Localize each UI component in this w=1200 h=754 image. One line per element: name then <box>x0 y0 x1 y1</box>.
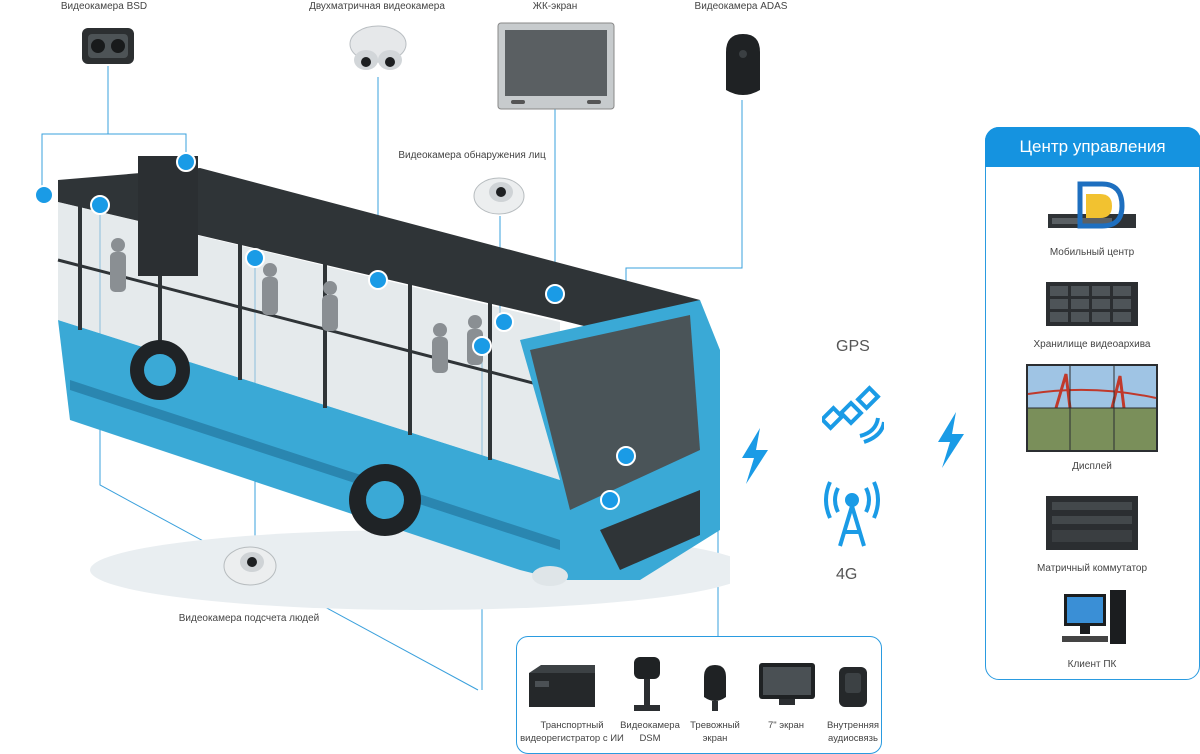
bus-device-nvr: Транспортный видеорегистратор с ИИ <box>517 719 627 745</box>
alarm-screen-icon <box>700 663 730 713</box>
mobile-center-item: Мобильный центр <box>986 180 1198 258</box>
dual-camera-label: Двухматричная видеокамера <box>309 1 445 12</box>
lcd-label: ЖК-экран <box>533 1 578 12</box>
lcd-screen-icon <box>497 22 615 110</box>
adas-camera-icon <box>720 32 766 102</box>
storage-server-icon <box>1040 278 1144 330</box>
bsd-camera-label: Видеокамера BSD <box>61 1 147 12</box>
display-item: Дисплей <box>986 364 1198 472</box>
control-center-title: Центр управления <box>985 127 1200 167</box>
bus-device-dsm: Видеокамера DSM <box>615 719 685 745</box>
gps-label: GPS <box>836 338 870 356</box>
bus-device-intercom: Внутренняя аудиосвязь <box>821 719 885 745</box>
pc-client-item: Клиент ПК <box>986 586 1198 670</box>
counting-camera-label: Видеокамера подсчета людей <box>179 613 320 624</box>
wireless-bolt-icon <box>734 426 774 486</box>
video-wall-icon <box>1026 364 1158 452</box>
matrix-switcher-icon <box>1042 492 1142 554</box>
matrix-switcher-item: Матричный коммутатор <box>986 492 1198 574</box>
intercom-icon <box>837 665 869 709</box>
dual-camera-icon <box>346 22 410 78</box>
mobile-nvr-icon <box>527 663 597 709</box>
seven-inch-screen-icon <box>757 659 817 707</box>
4g-label: 4G <box>836 566 857 584</box>
bus-device-alarm: Тревожный экран <box>683 719 747 745</box>
bus-device-screen: 7" экран <box>751 719 821 732</box>
control-center-panel: Центр управления Мобильный центр Хранили… <box>985 127 1200 680</box>
face-camera-label: Видеокамера обнаружения лиц <box>398 150 545 161</box>
bsd-camera-icon <box>80 22 136 68</box>
wireless-bolt-icon <box>930 410 970 470</box>
adas-label: Видеокамера ADAS <box>695 1 788 12</box>
video-storage-item: Хранилище видеоархива <box>986 278 1198 350</box>
bus-devices-panel: Транспортный видеорегистратор с ИИ Видео… <box>516 636 882 754</box>
antenna-icon <box>824 480 880 550</box>
server-logo-icon <box>1042 180 1142 238</box>
pc-client-icon <box>1042 586 1142 650</box>
satellite-icon <box>822 384 884 446</box>
dsm-camera-icon <box>630 655 664 713</box>
counting-camera-icon <box>222 540 278 588</box>
face-camera-icon <box>472 170 526 216</box>
